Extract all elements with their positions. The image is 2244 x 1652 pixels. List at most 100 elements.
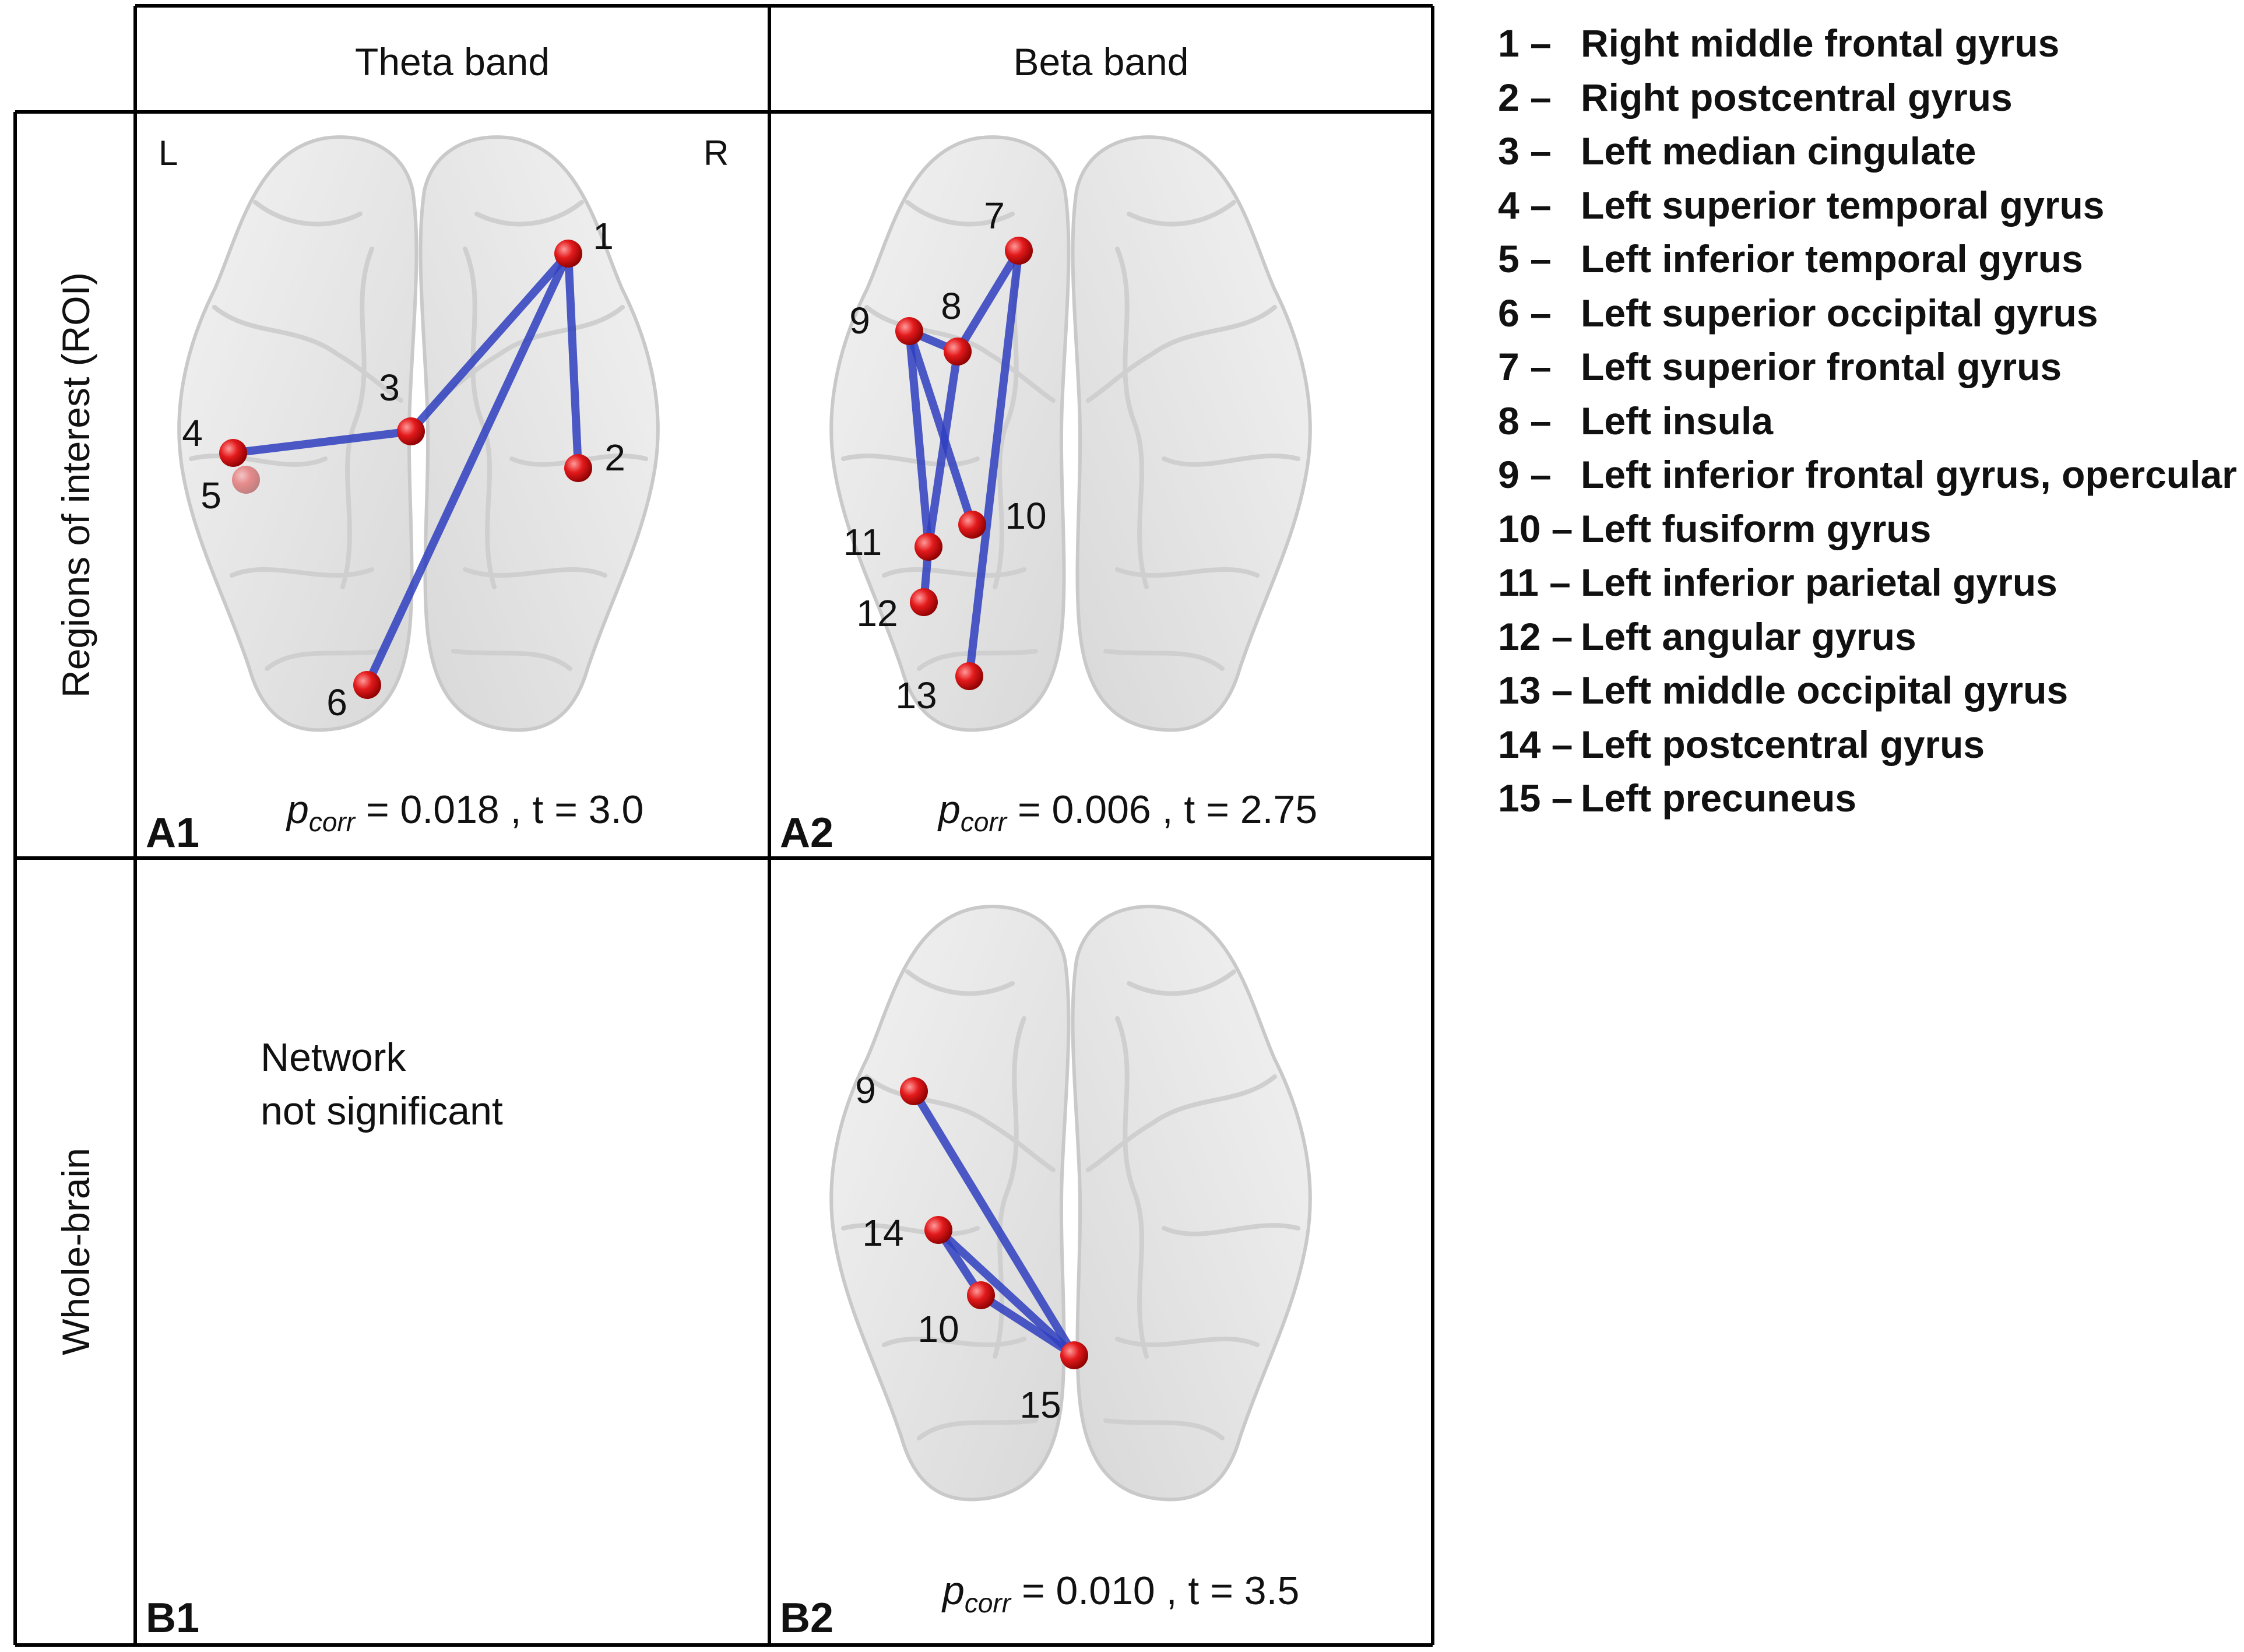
panel-label-b1: B1: [146, 1595, 200, 1642]
legend-item-number: 3 –: [1498, 129, 1552, 173]
stats-b2-sub: corr: [964, 1588, 1011, 1618]
legend-item: 7 –Left superior frontal gyrus: [1498, 340, 2237, 394]
legend-item-number: 10 –: [1498, 507, 1573, 550]
not-significant-line1: Network: [261, 1035, 406, 1080]
a2-edge-7-13: [965, 247, 1023, 680]
legend-item-label: Left inferior parietal gyrus: [1581, 561, 2057, 604]
a2-edge-8-7: [954, 247, 1023, 356]
legend-item-label: Left middle occipital gyrus: [1581, 669, 2069, 712]
a2-node-10: [958, 511, 986, 539]
a1-node-label-6: 6: [326, 681, 347, 723]
stats-a2-p: p: [938, 788, 961, 832]
legend-item: 8 – Left insula: [1498, 394, 2237, 448]
a2-node-9: [895, 317, 923, 345]
a1-node-6: [353, 671, 381, 699]
a1-node-label-3: 3: [379, 367, 400, 409]
legend-item-number: 9 –: [1498, 453, 1552, 496]
legend-item-number: 2 –: [1498, 75, 1552, 119]
legend-item-label: Left fusiform gyrus: [1581, 507, 1932, 550]
a2-node-label-9: 9: [849, 300, 870, 342]
legend-item: 5 – Left inferior temporal gyrus: [1498, 232, 2237, 286]
legend-item-number: 8 –: [1498, 399, 1552, 442]
legend-item: 15 –Left precuneus: [1498, 771, 2237, 825]
a2-node-label-11: 11: [843, 521, 882, 563]
a1-edge-3-4: [229, 427, 415, 457]
network-a1: 1 2 3 4 5 6: [182, 215, 625, 723]
a2-node-13: [955, 662, 983, 690]
legend-item: 9 – Left inferior frontal gyrus, opercula…: [1498, 448, 2237, 502]
a2-node-label-7: 7: [984, 195, 1005, 237]
legend-item-label: Left median cingulate: [1581, 129, 1976, 173]
column-header-beta: Beta band: [1013, 40, 1189, 83]
hemisphere-left-label: L: [159, 133, 178, 173]
row-label-whole-brain: Whole-brain: [54, 1148, 97, 1355]
legend-item-label: Left inferior frontal gyrus, opercular: [1581, 453, 2237, 496]
legend-item-label: Left superior frontal gyrus: [1581, 345, 2062, 388]
a2-edge-8-11: [924, 347, 962, 551]
b2-edge-10-15: [977, 1291, 1078, 1359]
b2-edge-14-15: [934, 1226, 1078, 1359]
stats-a1: pcorr = 0.018 , t = 3.0: [287, 787, 643, 838]
not-significant-message: Network not significant: [261, 1031, 503, 1138]
a1-node-2: [564, 454, 592, 482]
legend-item: 11 –Left inferior parietal gyrus: [1498, 556, 2237, 610]
stats-b2-value: = 0.010 , t = 3.5: [1011, 1569, 1300, 1613]
brain-a2: [831, 137, 1310, 730]
legend-item-label: Right postcentral gyrus: [1581, 75, 2013, 119]
b2-node-14: [924, 1216, 952, 1244]
a2-edge-9-11: [905, 327, 933, 551]
legend-item-number: 11 –: [1498, 561, 1571, 604]
legend-item-label: Left inferior temporal gyrus: [1581, 237, 2083, 280]
legend-item: 12 –Left angular gyrus: [1498, 610, 2237, 664]
a1-edge-1-3: [407, 249, 572, 435]
a2-node-7: [1005, 237, 1033, 265]
layout-grid: [13, 4, 1434, 1647]
a1-node-5: [232, 466, 260, 494]
a2-edge-9-10: [905, 327, 976, 529]
a2-node-label-13: 13: [895, 674, 937, 716]
legend-item: 6 –Left superior occipital gyrus: [1498, 286, 2237, 340]
legend-item-number: 5 –: [1498, 237, 1552, 280]
legend-item-number: 13 –: [1498, 669, 1573, 712]
panel-label-a1: A1: [146, 810, 200, 856]
b2-edge-9-15: [910, 1087, 1078, 1359]
legend-item-label: Left insula: [1581, 399, 1774, 442]
a1-node-4: [219, 439, 247, 467]
legend-item-number: 14 –: [1498, 722, 1573, 766]
legend-item-number: 4 –: [1498, 183, 1552, 227]
a1-edge-1-2: [564, 249, 582, 472]
legend-item-number: 1 –: [1498, 22, 1552, 65]
a1-node-label-4: 4: [182, 412, 203, 454]
b2-node-label-10: 10: [917, 1308, 959, 1350]
legend-item-number: 15 –: [1498, 776, 1573, 820]
a1-node-label-1: 1: [593, 215, 614, 257]
column-header-theta: Theta band: [355, 40, 550, 83]
stats-a2-value: = 0.006 , t = 2.75: [1007, 788, 1318, 832]
legend-item: 2 – Right postcentral gyrus: [1498, 71, 2237, 125]
stats-a1-value: = 0.018 , t = 3.0: [355, 788, 644, 832]
legend-item-label: Left angular gyrus: [1581, 614, 1916, 658]
legend-item: 10 –Left fusiform gyrus: [1498, 502, 2237, 556]
a2-node-12: [910, 588, 938, 616]
a1-node-3: [397, 417, 425, 445]
a1-node-label-2: 2: [604, 437, 625, 479]
stats-b2: pcorr = 0.010 , t = 3.5: [942, 1568, 1299, 1619]
a2-node-label-12: 12: [856, 592, 898, 634]
panel-label-b2: B2: [780, 1595, 834, 1642]
not-significant-line2: not significant: [261, 1089, 503, 1133]
a1-node-label-5: 5: [201, 474, 221, 516]
a1-node-1: [554, 240, 582, 268]
legend-item-label: Left postcentral gyrus: [1581, 722, 1985, 766]
stats-a1-p: p: [287, 788, 309, 832]
a2-node-label-10: 10: [1005, 495, 1046, 537]
hemisphere-right-label: R: [704, 133, 729, 173]
stats-a2: pcorr = 0.006 , t = 2.75: [938, 787, 1317, 838]
legend-item-number: 12 –: [1498, 614, 1573, 658]
b2-node-15: [1060, 1341, 1088, 1369]
legend-item: 4 –Left superior temporal gyrus: [1498, 178, 2237, 233]
b2-node-label-14: 14: [862, 1212, 903, 1254]
b2-node-10: [967, 1281, 995, 1309]
